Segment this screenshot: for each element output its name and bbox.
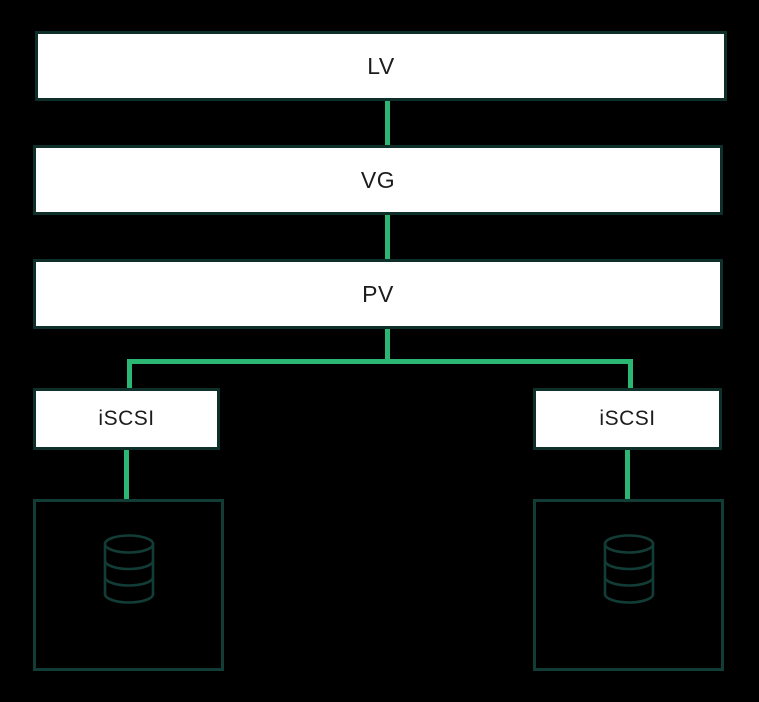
- node-vg-label: VG: [360, 166, 396, 193]
- node-iscsi-right[interactable]: iSCSI: [533, 388, 722, 450]
- node-iscsi-left[interactable]: iSCSI: [33, 388, 220, 450]
- connector-iscsi-right-to-storage-right: [625, 448, 630, 501]
- database-cylinder-icon: [103, 534, 154, 604]
- connector-iscsi-left-to-storage-left: [124, 448, 129, 501]
- node-lv-label: LV: [367, 52, 395, 79]
- node-iscsi-right-label: iSCSI: [599, 407, 656, 430]
- connector-lv-to-vg: [385, 99, 390, 147]
- node-vg[interactable]: VG: [33, 145, 723, 215]
- node-storage-left[interactable]: [33, 499, 224, 671]
- node-pv-label: PV: [362, 280, 394, 307]
- connector-pv-to-branch: [385, 327, 390, 363]
- node-iscsi-left-label: iSCSI: [98, 407, 155, 430]
- node-pv[interactable]: PV: [33, 259, 723, 329]
- connector-branch-to-iscsi-right: [628, 359, 633, 390]
- connector-branch-horizontal: [127, 359, 633, 364]
- connector-branch-to-iscsi-left: [127, 359, 132, 390]
- connector-vg-to-pv: [385, 213, 390, 261]
- node-lv[interactable]: LV: [35, 31, 727, 101]
- node-storage-right[interactable]: [533, 499, 724, 671]
- database-cylinder-icon: [603, 534, 654, 604]
